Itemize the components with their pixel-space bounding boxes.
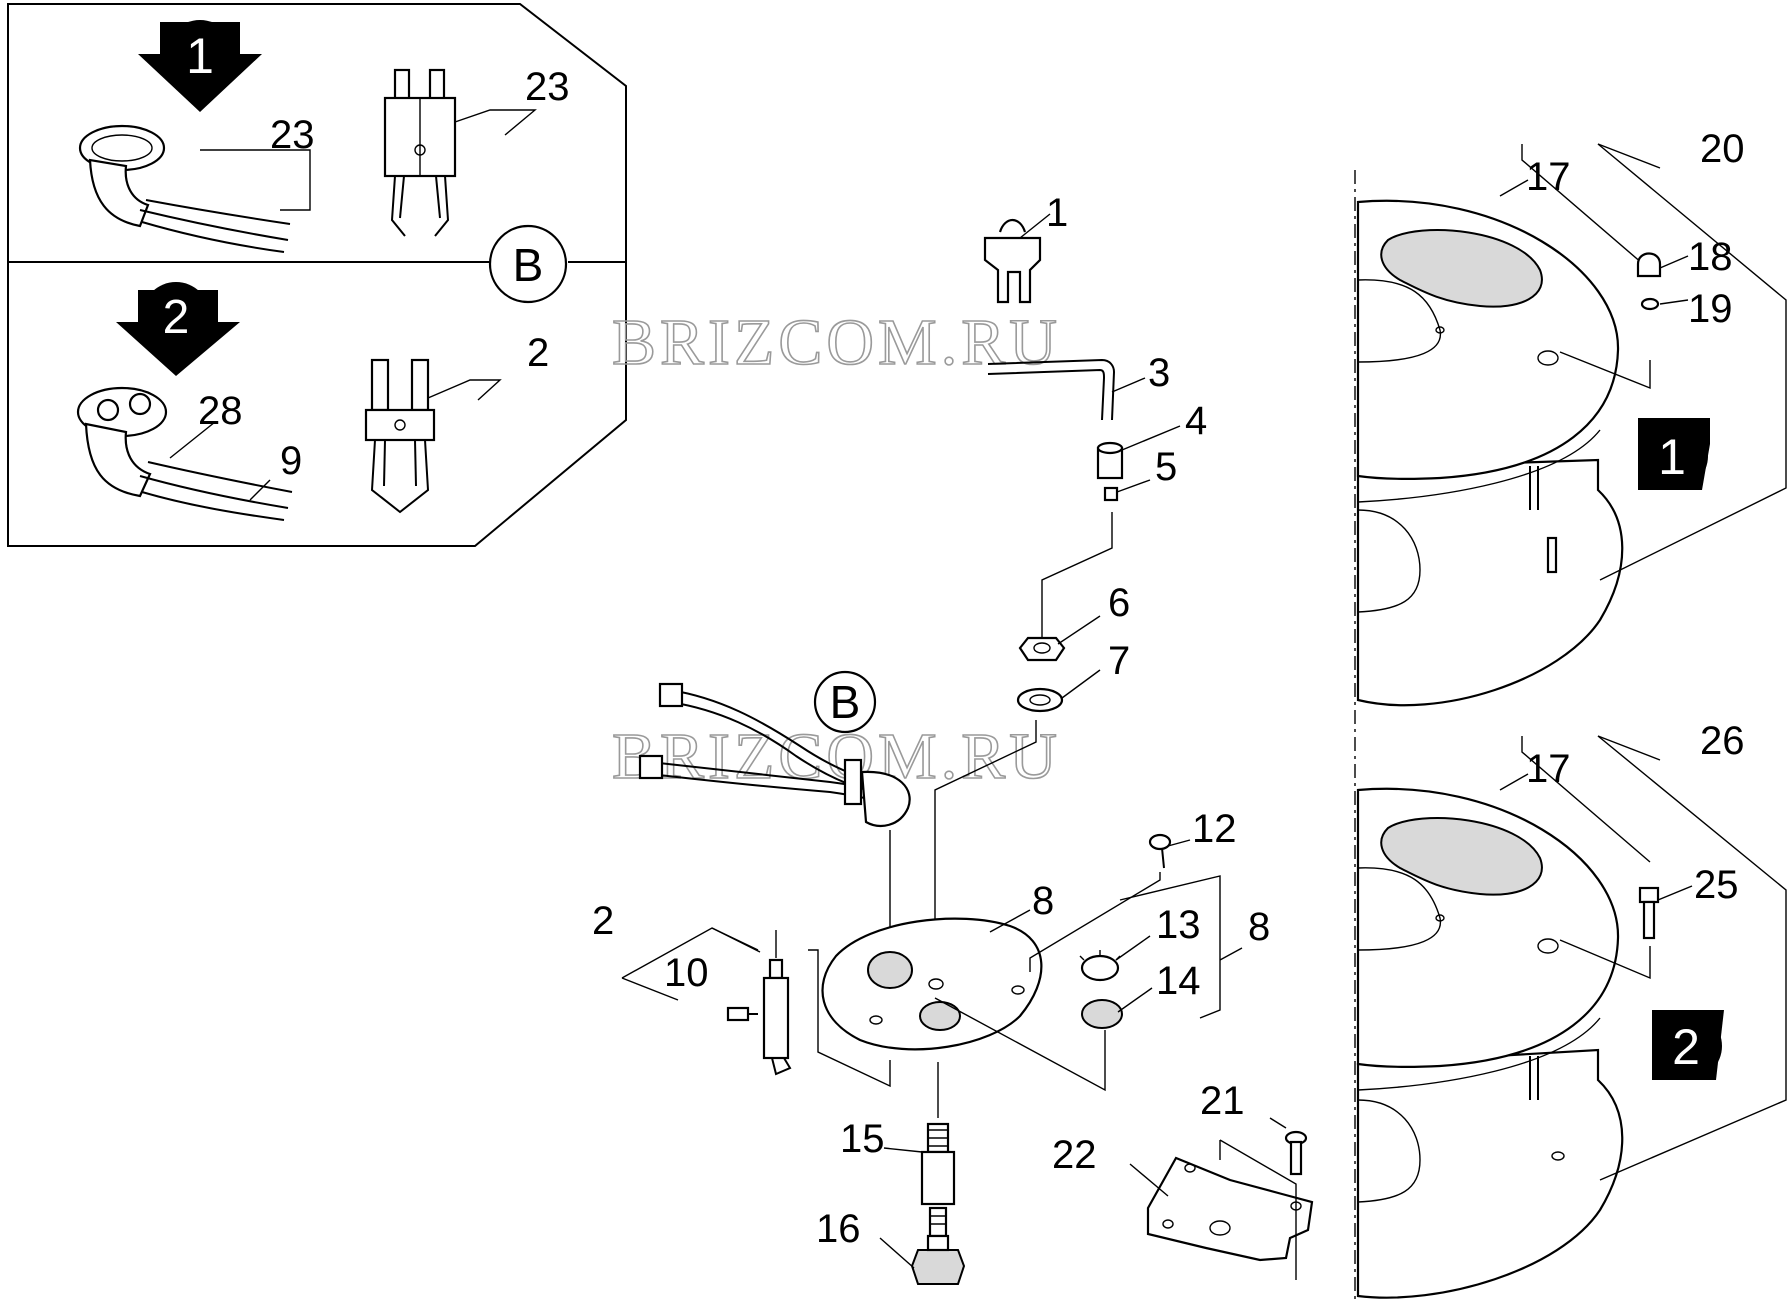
electrode-part-2-icon: [762, 958, 792, 1076]
electrode-v2-icon: [364, 358, 436, 514]
watermark-top: BRIZCOM.RU: [612, 306, 1061, 379]
connector-cap-v2-icon: [76, 386, 293, 521]
callout-14: 14: [1156, 959, 1201, 1003]
callout-13: 13: [1156, 903, 1201, 947]
burner-1-group-callout: 20: [1700, 127, 1745, 171]
nozzle-part-15-icon: [920, 1122, 956, 1206]
inset-v1-connector-callout: 23: [270, 113, 315, 157]
inset-v2-connector-callout: 28: [198, 389, 243, 433]
callout-12: 12: [1192, 807, 1237, 851]
callout-3: 3: [1148, 351, 1170, 395]
variant-2-arrow-icon: 2: [116, 282, 240, 376]
clamp-part-1-icon: [983, 218, 1042, 304]
clip-part-13-icon: [1079, 950, 1121, 982]
nut-part-6-icon: [1018, 636, 1066, 662]
inset-connector-letter: B: [513, 239, 544, 291]
burner-assembly-2-icon: [1356, 787, 1624, 1299]
callout-21: 21: [1200, 1079, 1245, 1123]
washer-part-19-icon: [1640, 297, 1660, 311]
callout-4: 4: [1185, 399, 1207, 443]
electrode-v1-icon: [383, 68, 457, 237]
callout-7: 7: [1108, 639, 1130, 683]
burner-assembly-1-icon: [1354, 170, 1624, 1304]
callout-19: 19: [1688, 287, 1733, 331]
callout-22: 22: [1052, 1133, 1097, 1177]
tube-part-3-icon: [987, 358, 1116, 421]
variant-1-marker-icon: 1: [1638, 418, 1710, 490]
callout-25: 25: [1694, 863, 1739, 907]
callout-5: 5: [1155, 445, 1177, 489]
callout-8-group: 8: [1248, 905, 1270, 949]
inset-v2-cable-callout: 9: [280, 439, 302, 483]
fitting-part-16-icon: [910, 1206, 966, 1285]
callout-16: 16: [816, 1207, 861, 1251]
burner-2-group-callout: 26: [1700, 719, 1745, 763]
callout-2: 2: [592, 899, 614, 943]
cable-b-circle: [813, 670, 877, 734]
burner-1-disc-callout: 17: [1526, 155, 1571, 199]
callout-1: 1: [1046, 191, 1068, 235]
nut-part-4-icon: [1096, 441, 1124, 480]
cap-nut-part-18-icon: [1636, 252, 1662, 278]
burner-2-disc-callout: 17: [1526, 747, 1571, 791]
ignition-cable-icon: [638, 682, 911, 827]
callout-6: 6: [1108, 581, 1130, 625]
screw-part-12-icon: [1148, 833, 1172, 869]
variant-1-arrow-icon: 1: [138, 20, 262, 112]
inset-v2-electrode-callout: 2: [527, 331, 549, 375]
bolt-part-21-icon: [1284, 1130, 1308, 1176]
variant-2-marker-icon: 2: [1652, 1010, 1724, 1080]
burner-2-marker: 2: [1672, 1019, 1700, 1075]
callout-10: 10: [664, 951, 709, 995]
screw-part-10-icon: [726, 1006, 758, 1022]
ferrule-part-5-icon: [1103, 486, 1119, 502]
washer-part-7-icon: [1016, 687, 1064, 713]
watermark-middle: BRIZCOM.RU: [612, 720, 1061, 793]
variant-2-label: 2: [163, 291, 190, 344]
callout-15: 15: [840, 1117, 885, 1161]
bolt-part-25-icon: [1638, 886, 1660, 940]
burner-1-marker: 1: [1658, 429, 1686, 485]
callout-8-plate: 8: [1032, 879, 1054, 923]
inset-v1-electrode-callout: 23: [525, 65, 570, 109]
variant-1-label: 1: [186, 28, 214, 84]
inset-panel: B 1 2 23: [7, 3, 627, 547]
base-plate-8-icon: [821, 917, 1043, 1051]
connector-b-circle: [488, 224, 568, 304]
connector-cap-v1-icon: [78, 124, 291, 253]
cable-letter: B: [830, 676, 861, 728]
callout-18: 18: [1688, 235, 1733, 279]
sight-glass-part-14-icon: [1081, 999, 1123, 1029]
bracket-part-22-icon: [1146, 1156, 1314, 1262]
